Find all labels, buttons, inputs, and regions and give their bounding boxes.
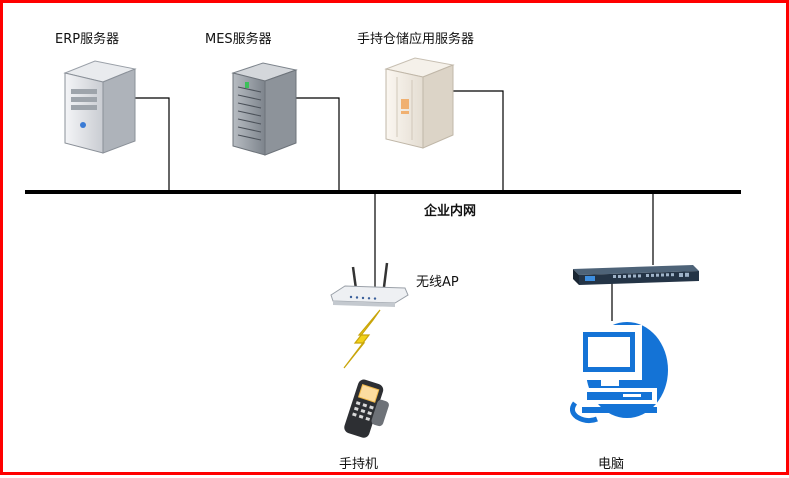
computer-label: 电脑 xyxy=(598,457,625,472)
handheld-app-server-label: 手持仓储应用服务器 xyxy=(357,32,475,47)
desktop-computer-icon xyxy=(569,322,668,424)
network-switch-icon xyxy=(573,265,699,285)
handheld-scanner-icon xyxy=(344,379,389,438)
backbone-label: 企业内网 xyxy=(424,204,477,219)
connections xyxy=(135,90,654,321)
cabinet-server-icon xyxy=(384,57,455,149)
handheld-label: 手持机 xyxy=(339,457,379,472)
wireless-ap-label: 无线AP xyxy=(416,275,459,290)
mes-server-label: MES服务器 xyxy=(205,32,272,47)
erp-server-label: ERP服务器 xyxy=(55,32,120,47)
network-diagram xyxy=(25,57,741,438)
tower-server-icon xyxy=(63,60,137,154)
app-server-link-line xyxy=(453,90,504,192)
erp-link-line xyxy=(135,97,170,192)
rack-server-icon xyxy=(231,62,298,156)
mes-link-line xyxy=(296,97,340,192)
wireless-router-icon xyxy=(330,262,409,307)
lightning-icon xyxy=(343,309,381,369)
